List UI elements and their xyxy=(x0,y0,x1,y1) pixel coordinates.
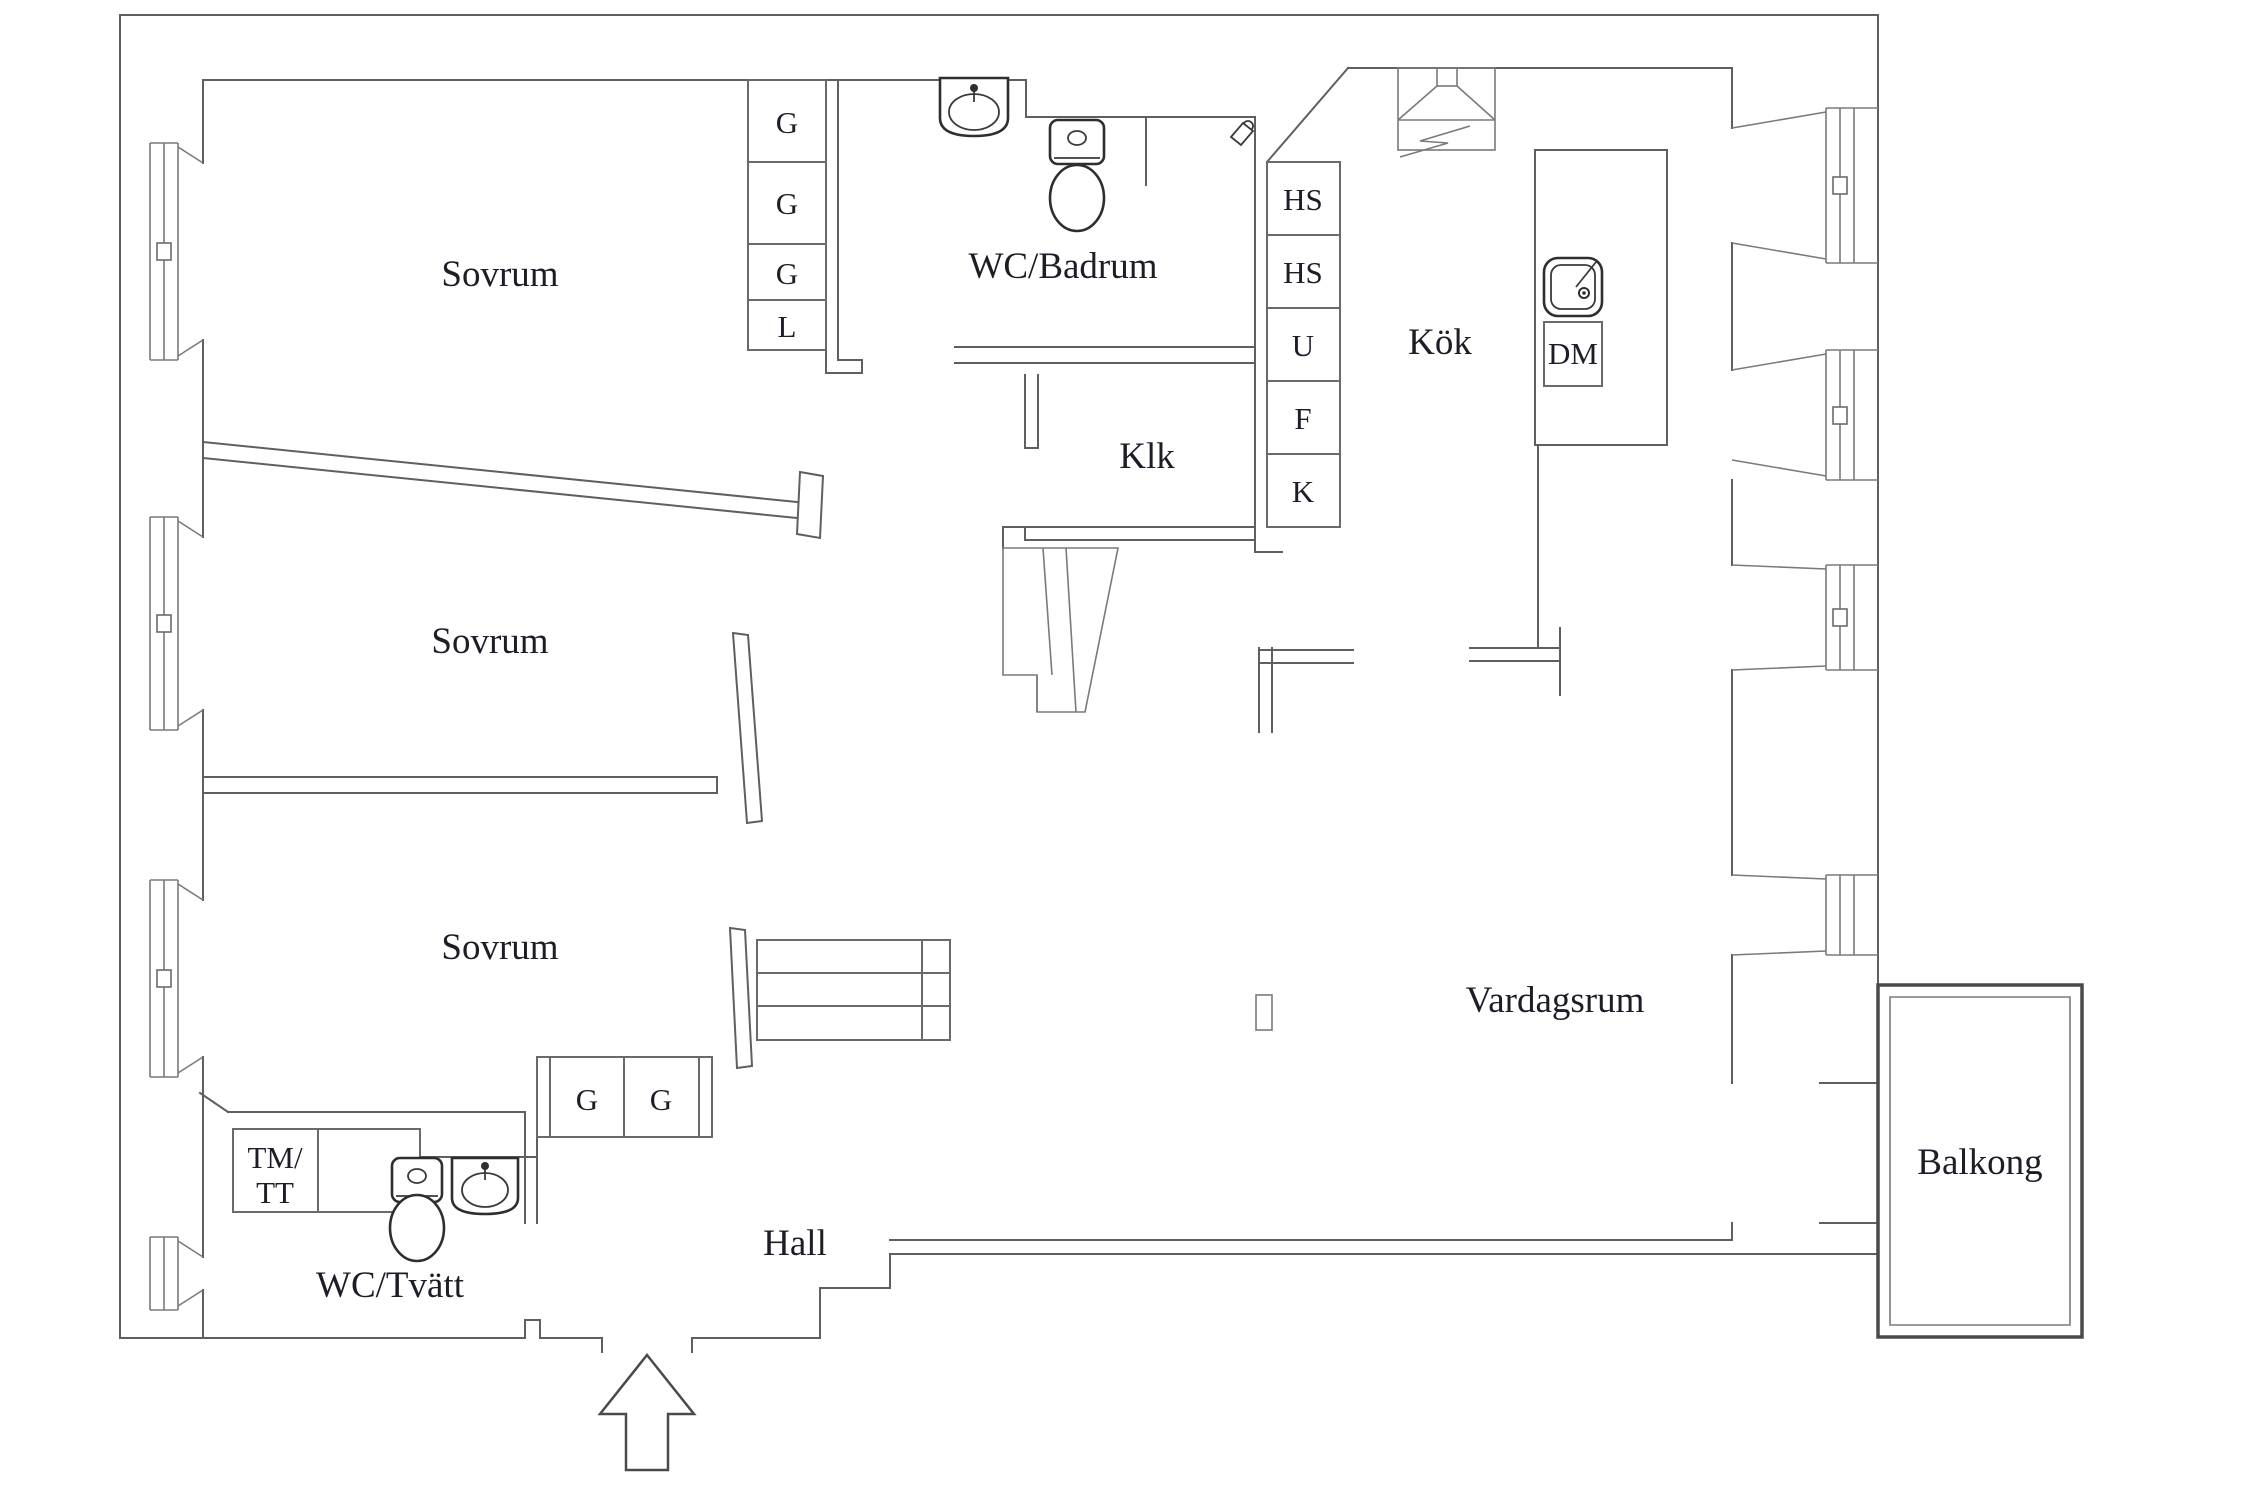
wc-badrum-room: WC/Badrum xyxy=(938,76,1255,287)
room-label-balkong: Balkong xyxy=(1917,1142,2042,1183)
washer-label-tt: TT xyxy=(256,1175,294,1210)
closet-label-g1: G xyxy=(776,105,798,140)
interior-walls xyxy=(198,66,1879,1339)
door-leaf-sovrum3 xyxy=(728,926,754,1070)
room-label-kok: Kök xyxy=(1408,322,1472,363)
sink-icon xyxy=(450,1156,520,1216)
closet-label-g-hall-2: G xyxy=(650,1082,672,1117)
room-label-wc-badrum: WC/Badrum xyxy=(968,246,1157,287)
room-label-sovrum-3: Sovrum xyxy=(441,927,558,968)
cabinet-label-dm: DM xyxy=(1548,336,1598,371)
window-handle-icon xyxy=(156,242,172,261)
closet-column-sovrum1: G G G L xyxy=(747,79,827,351)
stove-hood-icon xyxy=(1397,67,1496,158)
room-label-sovrum-1: Sovrum xyxy=(441,254,558,295)
window-right-2 xyxy=(1731,349,1878,481)
window-left-2 xyxy=(149,516,204,731)
cabinet-label-u: U xyxy=(1292,328,1314,363)
window-handle-icon xyxy=(1832,176,1848,195)
kitchen-counter: DM xyxy=(1534,149,1668,446)
window-left-1 xyxy=(149,142,204,361)
cabinet-label-hs1: HS xyxy=(1283,182,1323,217)
entry-arrow-icon xyxy=(597,1352,697,1472)
door-leaf-sovrum2 xyxy=(731,631,764,825)
balcony: Balkong xyxy=(1876,983,2084,1339)
closet-label-g3: G xyxy=(776,256,798,291)
window-handle-icon xyxy=(1832,406,1848,425)
shower-icon xyxy=(1229,120,1255,147)
room-label-vardagsrum: Vardagsrum xyxy=(1466,980,1645,1021)
closet-label-g-hall-1: G xyxy=(576,1082,598,1117)
exterior-walls xyxy=(119,14,1879,1353)
cabinet-label-hs2: HS xyxy=(1283,255,1323,290)
room-label-hall: Hall xyxy=(763,1223,827,1264)
wall-end-cap xyxy=(795,470,825,540)
window-handle-icon xyxy=(1832,608,1848,627)
kitchen-sink-icon xyxy=(1542,256,1604,318)
closet-hall-gg: G G xyxy=(536,1056,713,1138)
closet-label-l: L xyxy=(778,309,797,344)
window-right-1 xyxy=(1731,107,1878,264)
room-label-wc-tvatt: WC/Tvätt xyxy=(316,1265,465,1306)
wc-tvatt-room: TM/ TT WC/Tvätt xyxy=(232,1128,538,1306)
cabinet-label-f: F xyxy=(1294,401,1311,436)
closet-label-g2: G xyxy=(776,186,798,221)
washer-label-tm: TM/ xyxy=(247,1140,303,1175)
room-label-klk: Klk xyxy=(1119,436,1175,477)
window-handle-icon xyxy=(156,614,172,633)
sink-icon xyxy=(938,76,1010,138)
toilet-icon xyxy=(1048,118,1106,233)
shelf-unit-icon xyxy=(756,939,951,1041)
cabinet-label-k: K xyxy=(1292,474,1315,509)
toilet-icon xyxy=(388,1156,446,1263)
window-handle-icon xyxy=(156,969,172,988)
pillar xyxy=(1255,994,1273,1031)
stairs-icon xyxy=(1002,547,1119,713)
window-right-3 xyxy=(1731,564,1878,671)
window-left-4 xyxy=(149,1236,204,1311)
kitchen-cabinet-column: HS HS U F K xyxy=(1266,161,1341,528)
window-right-4 xyxy=(1731,874,1878,956)
window-left-3 xyxy=(149,879,204,1078)
room-label-sovrum-2: Sovrum xyxy=(431,621,548,662)
